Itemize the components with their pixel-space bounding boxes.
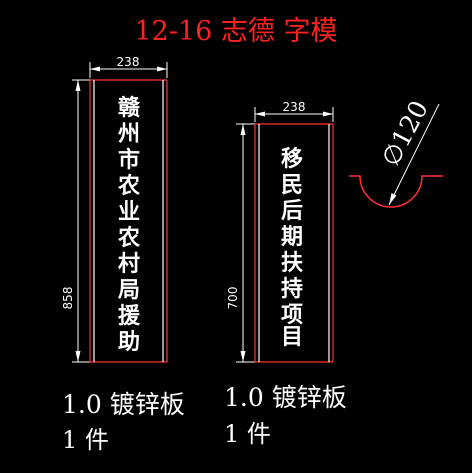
left-width-dimension bbox=[89, 62, 168, 78]
arc-notch-profile bbox=[349, 175, 443, 208]
right-plate-outline bbox=[254, 123, 334, 363]
diameter-leader-line bbox=[388, 103, 440, 206]
left-plate-char: 农 bbox=[117, 173, 140, 199]
left-plate-char: 援 bbox=[118, 304, 141, 329]
left-plate-char: 市 bbox=[118, 147, 140, 173]
left-plate-char: 村 bbox=[118, 252, 140, 277]
right-material-note: 1.0 镀锌板 bbox=[224, 383, 347, 412]
right-plate-char: 持 bbox=[281, 277, 303, 302]
left-width-label: 238 bbox=[117, 55, 140, 69]
arc-notch-detail: ∅120 bbox=[349, 96, 443, 208]
right-plate-char: 民 bbox=[281, 173, 303, 198]
right-plate: 238 700 移 民 后 期 扶 持 项 目 bbox=[224, 100, 347, 448]
right-plate-char: 期 bbox=[281, 225, 303, 250]
left-plate-char: 农 bbox=[117, 225, 140, 251]
right-width-dimension bbox=[254, 107, 334, 122]
left-plate-char: 助 bbox=[118, 330, 140, 355]
left-plate-text: 赣 州 市 农 业 农 村 局 援 助 bbox=[117, 95, 141, 355]
left-plate-char: 业 bbox=[118, 200, 140, 225]
left-height-dimension bbox=[72, 79, 90, 363]
left-material-note: 1.0 镀锌板 bbox=[62, 390, 185, 419]
left-plate: 238 858 赣 州 市 农 业 农 村 局 bbox=[61, 55, 185, 454]
left-plate-char: 赣 bbox=[118, 95, 141, 121]
right-width-label: 238 bbox=[283, 100, 306, 114]
right-plate-char: 扶 bbox=[281, 251, 303, 276]
left-plate-char: 州 bbox=[118, 122, 140, 147]
right-height-label: 700 bbox=[226, 287, 240, 310]
right-plate-char: 项 bbox=[281, 303, 303, 328]
right-plate-char: 移 bbox=[281, 146, 303, 172]
right-plate-char: 目 bbox=[281, 325, 303, 350]
diameter-label: ∅120 bbox=[376, 96, 434, 171]
left-quantity-note: 1 件 bbox=[62, 426, 109, 454]
left-height-label: 858 bbox=[61, 287, 75, 310]
left-plate-char: 局 bbox=[118, 278, 140, 303]
left-plate-outline bbox=[89, 79, 168, 363]
drawing-title: 12-16 志德 字模 bbox=[134, 16, 337, 47]
right-quantity-note: 1 件 bbox=[224, 420, 271, 448]
diameter-arrow-icon bbox=[389, 193, 397, 205]
right-plate-char: 后 bbox=[281, 199, 303, 224]
right-plate-text: 移 民 后 期 扶 持 项 目 bbox=[281, 146, 303, 350]
right-height-dimension bbox=[236, 123, 255, 363]
